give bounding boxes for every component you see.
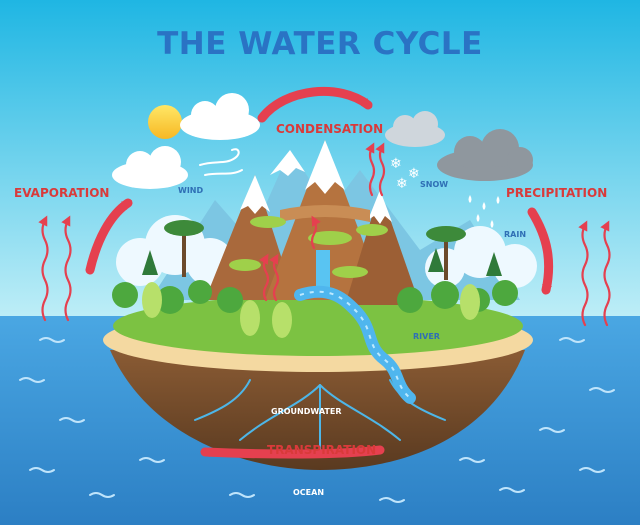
island-soil — [110, 350, 525, 470]
groundwater-roots — [194, 379, 446, 456]
label-groundwater: GROUNDWATER — [271, 407, 342, 416]
cloud-icon — [112, 93, 533, 189]
label-ocean: OCEAN — [293, 488, 325, 497]
waterfall-river — [294, 250, 416, 404]
sun-icon — [148, 105, 182, 139]
svg-text:❄: ❄ — [408, 166, 420, 182]
wind-icon — [199, 148, 243, 176]
ocean-waves — [19, 337, 615, 503]
trees — [112, 220, 518, 338]
label-river: RIVER — [413, 332, 440, 341]
label-precipitation: PRECIPITATION — [506, 186, 608, 200]
label-snow: SNOW — [420, 180, 449, 189]
mountain-greens — [229, 216, 388, 278]
cycle-arrows — [85, 86, 554, 459]
island-grass — [113, 296, 523, 356]
label-rain: RAIN — [504, 230, 527, 239]
label-evaporation: EVAPORATION — [14, 186, 110, 200]
label-wind: WIND — [178, 186, 204, 195]
svg-text:❄: ❄ — [396, 176, 408, 192]
raindrop-icon — [468, 195, 500, 228]
mountains — [205, 140, 420, 305]
label-condensation: CONDENSATION — [276, 122, 384, 136]
label-transpiration: TRANSPIRATION — [267, 443, 377, 457]
svg-text:❄: ❄ — [390, 156, 402, 172]
page-title: THE WATER CYCLE — [157, 26, 483, 62]
vapor-arrows — [38, 142, 611, 327]
snowflake-icon: ❄ ❄ ❄ — [390, 156, 420, 192]
